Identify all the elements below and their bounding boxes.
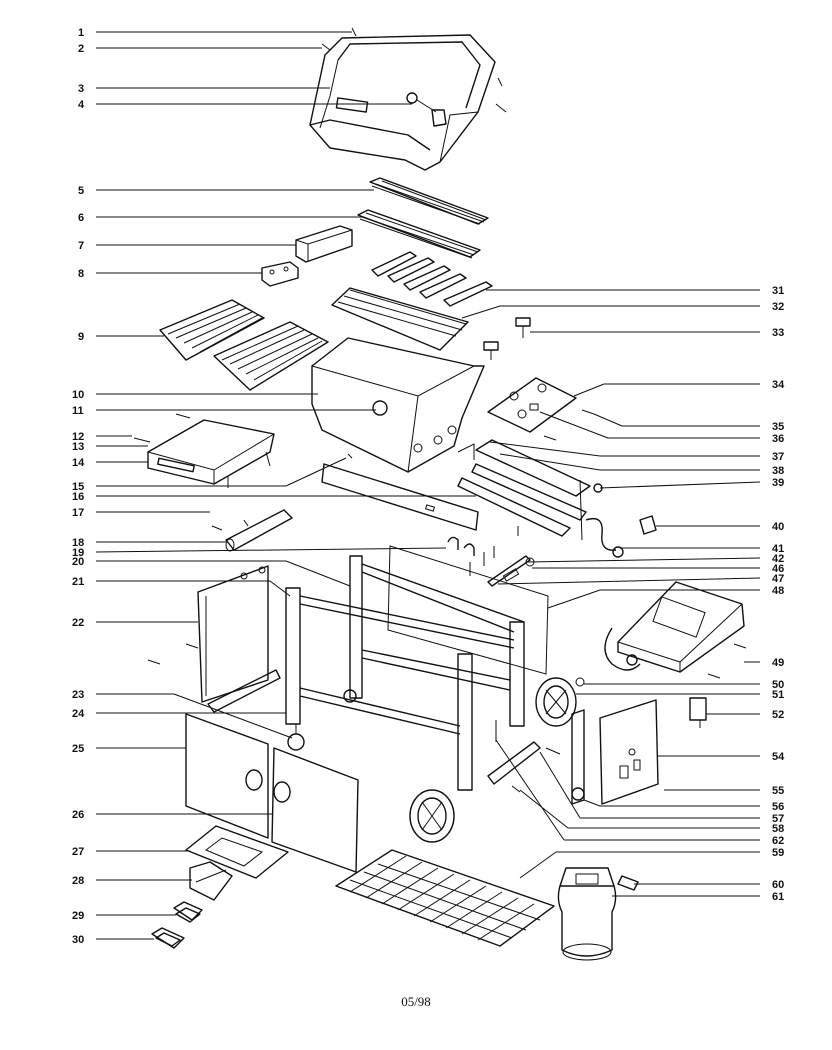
- callout-23: 23: [72, 689, 84, 701]
- callout-5: 5: [78, 185, 84, 197]
- bottom-tray-part: [185, 825, 289, 879]
- callout-7: 7: [78, 240, 84, 252]
- callout-52: 52: [772, 709, 784, 721]
- ignitor-bracket-part: [639, 515, 657, 535]
- callout-47: 47: [772, 573, 784, 585]
- callout-9: 9: [78, 331, 84, 343]
- cabinet-doors-part: [185, 713, 359, 873]
- callout-27: 27: [72, 846, 84, 858]
- date-code: 05/98: [401, 994, 431, 1009]
- callout-12: 12: [72, 431, 84, 443]
- cook-box-part: [311, 337, 485, 473]
- callout-31: 31: [772, 285, 784, 297]
- callout-35: 35: [772, 421, 784, 433]
- callout-36: 36: [772, 433, 784, 445]
- bottom-shelf-part: [335, 849, 555, 947]
- control-knob-part: [483, 317, 531, 360]
- burner-tubes-part: [457, 439, 624, 558]
- callout-25: 25: [72, 743, 84, 755]
- callout-33: 33: [772, 327, 784, 339]
- callout-26: 26: [72, 809, 84, 821]
- callout-18: 18: [72, 537, 84, 549]
- callout-34: 34: [772, 379, 785, 391]
- catch-pan-part: [173, 901, 203, 923]
- callout-14: 14: [72, 457, 85, 469]
- callout-24: 24: [72, 708, 85, 720]
- cart-frame-part: [285, 555, 525, 791]
- callout-22: 22: [72, 617, 84, 629]
- callout-62: 62: [772, 835, 784, 847]
- callout-labels: 1 2 3 4 5 6 7 8 9 10 11 12 13 14 15 16 1…: [72, 27, 785, 946]
- tray-bracket-part: [189, 861, 233, 901]
- callout-28: 28: [72, 875, 84, 887]
- callout-30: 30: [72, 934, 84, 946]
- end-panel-part: [599, 699, 659, 805]
- axle-part: [487, 709, 585, 805]
- callout-2: 2: [78, 43, 84, 55]
- back-panel-part: [387, 545, 549, 675]
- callout-56: 56: [772, 801, 784, 813]
- callout-29: 29: [72, 910, 84, 922]
- callout-3: 3: [78, 83, 84, 95]
- callout-10: 10: [72, 389, 84, 401]
- callout-59: 59: [772, 847, 784, 859]
- callout-40: 40: [772, 521, 784, 533]
- drip-pan-liner-part: [151, 927, 185, 949]
- caster-part: [287, 724, 305, 751]
- callout-38: 38: [772, 465, 784, 477]
- callout-13: 13: [72, 441, 84, 453]
- callout-60: 60: [772, 879, 784, 891]
- callout-50: 50: [772, 679, 784, 691]
- callout-57: 57: [772, 813, 784, 825]
- crossbar-part: [211, 509, 293, 552]
- callout-19: 19: [72, 547, 84, 559]
- callout-16: 16: [72, 491, 84, 503]
- side-table-part: [133, 413, 275, 488]
- flavorizer-box-part: [295, 225, 353, 263]
- callout-55: 55: [772, 785, 784, 797]
- callout-1: 1: [78, 27, 84, 39]
- callout-15: 15: [72, 481, 84, 493]
- ignitor-part: [689, 697, 707, 728]
- callout-54: 54: [772, 751, 785, 763]
- callout-4: 4: [78, 99, 85, 111]
- control-panel-part: [487, 377, 595, 441]
- callout-6: 6: [78, 212, 84, 224]
- callout-11: 11: [72, 405, 84, 417]
- leader-lines: [95, 31, 761, 940]
- side-burner-part: [604, 581, 747, 679]
- callout-51: 51: [772, 689, 784, 701]
- side-panel-part: [147, 565, 269, 703]
- rear-wheel-part: [535, 677, 585, 727]
- callout-48: 48: [772, 585, 784, 597]
- heat-deflector-part: [331, 287, 469, 351]
- hardware-part: [447, 526, 535, 587]
- callout-49: 49: [772, 657, 784, 669]
- callout-58: 58: [772, 823, 784, 835]
- callout-61: 61: [772, 891, 784, 903]
- cooking-grates-part: [159, 299, 329, 391]
- callout-39: 39: [772, 477, 784, 489]
- front-wheel-part: [409, 789, 455, 843]
- callout-8: 8: [78, 268, 84, 280]
- callout-20: 20: [72, 556, 84, 568]
- lid-screw-part: [321, 27, 357, 51]
- callout-46: 46: [772, 563, 784, 575]
- lp-tank-part: [557, 867, 639, 961]
- bottom-bar-part: [207, 669, 281, 713]
- callout-41: 41: [772, 543, 784, 555]
- callout-37: 37: [772, 451, 784, 463]
- callout-21: 21: [72, 576, 84, 588]
- flavorizer-bars-part: [371, 251, 493, 307]
- grill-lid-part: [309, 34, 507, 171]
- warming-rack-part: [369, 177, 489, 225]
- callout-32: 32: [772, 301, 784, 313]
- bracket-part: [261, 261, 299, 287]
- cooking-grate-part: [357, 209, 481, 259]
- front-rail-part: [321, 453, 479, 531]
- callout-17: 17: [72, 507, 84, 519]
- callout-42: 42: [772, 553, 784, 565]
